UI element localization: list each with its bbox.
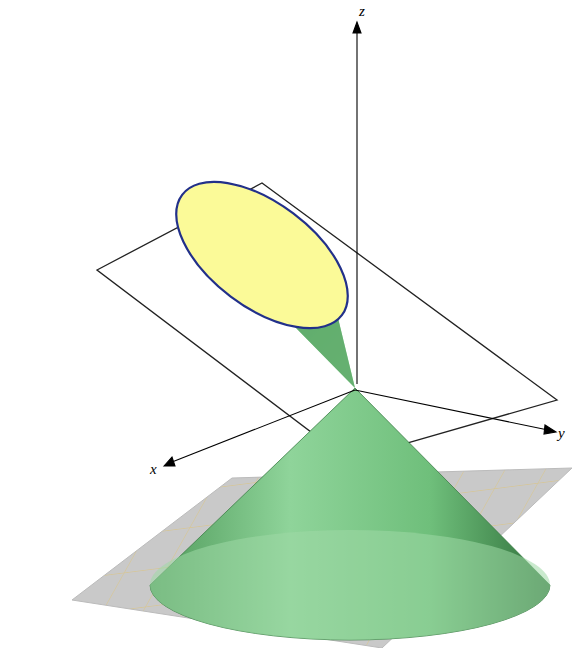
cone-base [150,530,550,640]
ellipse-section [151,153,373,356]
x-axis-label: x [150,462,157,477]
z-axis-label: z [359,4,365,19]
lower-cone [150,388,550,640]
axes [164,22,556,466]
y-axis-label: y [558,426,565,441]
